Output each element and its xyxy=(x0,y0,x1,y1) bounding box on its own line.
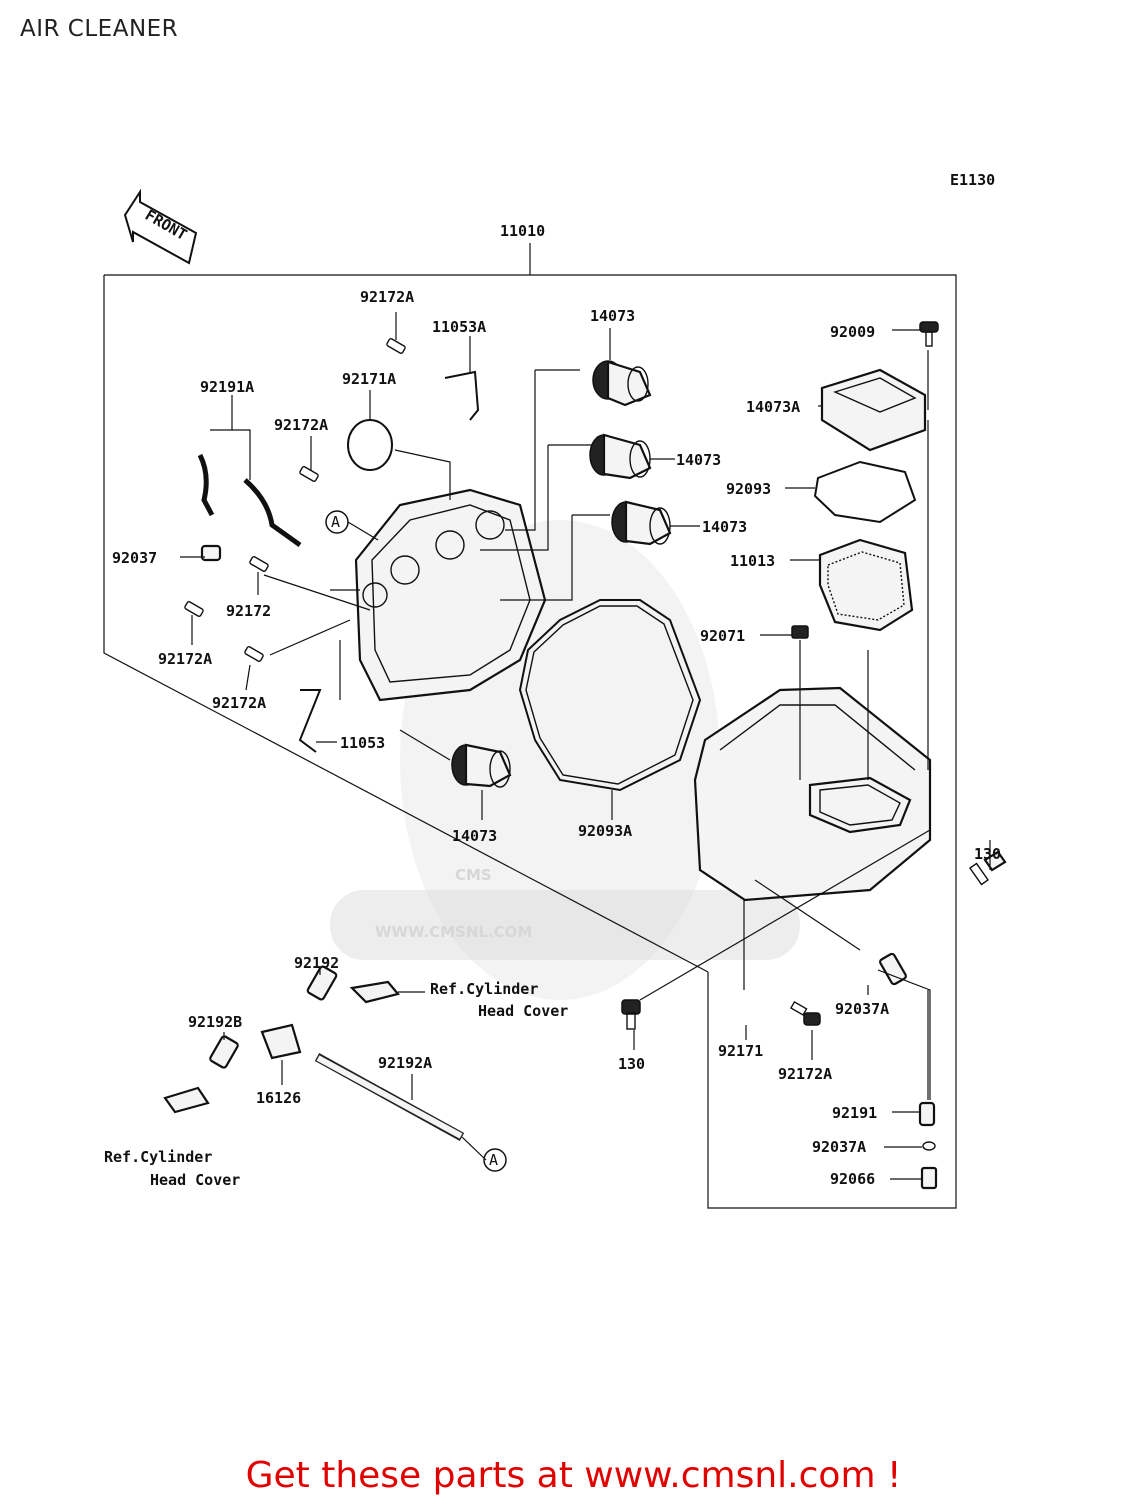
watermark-url: WWW.CMSNL.COM xyxy=(375,923,532,941)
label-130-right: 130 xyxy=(974,845,1001,863)
ref-label-1-line2: Head Cover xyxy=(478,1002,568,1020)
svg-text:FRONT: FRONT xyxy=(142,206,190,244)
label-14073-3: 14073 xyxy=(702,518,747,536)
label-92093: 92093 xyxy=(726,480,771,498)
exploded-parts-diagram: CMS WWW.CMSNL.COM E1130 FRONT xyxy=(103,171,1007,1209)
label-14073-1: 14073 xyxy=(590,307,635,325)
label-92071: 92071 xyxy=(700,627,745,645)
assembly-bracket xyxy=(103,243,957,1209)
label-14073A: 14073A xyxy=(746,398,800,416)
label-92171A: 92171A xyxy=(342,370,396,388)
funnel-14073-a xyxy=(592,360,652,407)
label-92172A-top: 92172A xyxy=(360,288,414,306)
label-11053: 11053 xyxy=(340,734,385,752)
leader-lines xyxy=(180,312,991,1180)
page-title: AIR CLEANER xyxy=(20,16,179,42)
funnel-14073-b xyxy=(589,433,652,480)
funnel-14073-d xyxy=(451,743,512,788)
label-92192A: 92192A xyxy=(378,1054,432,1072)
filter-element-11013 xyxy=(818,538,914,632)
label-92191: 92191 xyxy=(832,1104,877,1122)
lower-air-box xyxy=(693,686,932,902)
ref-label-2-line2: Head Cover xyxy=(150,1171,240,1189)
callout-a-bottom: A xyxy=(483,1148,507,1172)
gasket-92093A xyxy=(518,599,702,792)
callout-a-top: A xyxy=(325,510,379,541)
watermark-logo: CMS xyxy=(455,866,492,884)
label-92172: 92172 xyxy=(226,602,271,620)
ref-label-2-line1: Ref.Cylinder xyxy=(104,1148,212,1166)
label-11053A: 11053A xyxy=(432,318,486,336)
label-92172A-5: 92172A xyxy=(778,1065,832,1083)
gasket-92093 xyxy=(813,460,917,524)
ref-label-1-line1: Ref.Cylinder xyxy=(430,980,538,998)
label-92037A-2: 92037A xyxy=(812,1138,866,1156)
label-14073-4: 14073 xyxy=(452,827,497,845)
label-92172A-3: 92172A xyxy=(158,650,212,668)
label-11013: 11013 xyxy=(730,552,775,570)
label-92093A: 92093A xyxy=(578,822,632,840)
label-92037: 92037 xyxy=(112,549,157,567)
label-92009: 92009 xyxy=(830,323,875,341)
duct-14073A xyxy=(820,368,927,452)
label-11010: 11010 xyxy=(500,222,545,240)
funnel-14073-c xyxy=(611,500,672,546)
label-16126: 16126 xyxy=(256,1089,301,1107)
label-92066: 92066 xyxy=(830,1170,875,1188)
label-92192B: 92192B xyxy=(188,1013,242,1031)
label-14073-2: 14073 xyxy=(676,451,721,469)
front-arrow-icon: FRONT xyxy=(123,188,198,265)
label-92171: 92171 xyxy=(718,1042,763,1060)
label-92172A-2: 92172A xyxy=(274,416,328,434)
upper-air-box xyxy=(354,488,547,702)
footer-cta[interactable]: Get these parts at www.cmsnl.com ! xyxy=(245,1455,902,1496)
label-92191A: 92191A xyxy=(200,378,254,396)
diagram-code: E1130 xyxy=(950,171,995,189)
label-92037A-1: 92037A xyxy=(835,1000,889,1018)
label-92192: 92192 xyxy=(294,954,339,972)
label-92172A-4: 92172A xyxy=(212,694,266,712)
label-130-bottom: 130 xyxy=(618,1055,645,1073)
svg-text:A: A xyxy=(489,1151,498,1169)
svg-text:A: A xyxy=(331,513,340,531)
small-hardware xyxy=(163,321,1007,1190)
part-labels: 11010 92172A 11053A 14073 92009 92191A 9… xyxy=(104,222,1001,1189)
